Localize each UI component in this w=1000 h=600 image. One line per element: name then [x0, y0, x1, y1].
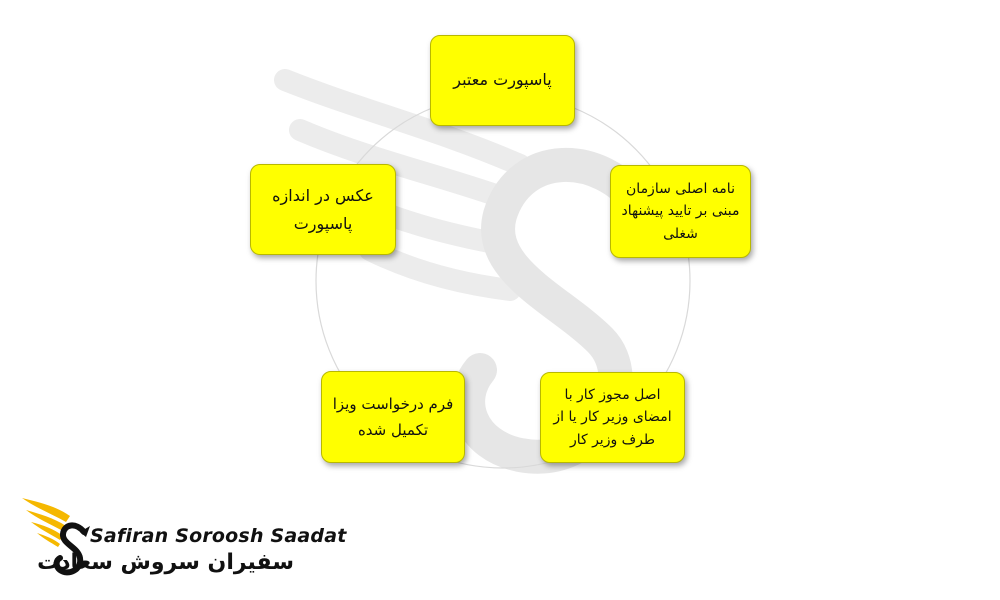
node-work-permit: اصل مجوز کار با امضای وزیر کار یا از طرف… — [540, 372, 685, 463]
brand-name-fa: سفیران سروش سعادت — [37, 550, 294, 575]
node-employer-letter-text: نامه اصلی سازمان مبنی بر تایید پیشنهاد ش… — [621, 180, 740, 242]
node-passport-photo: عکس در اندازه پاسپورت — [250, 164, 396, 255]
node-employer-letter: نامه اصلی سازمان مبنی بر تایید پیشنهاد ش… — [610, 165, 751, 258]
node-work-permit-text: اصل مجوز کار با امضای وزیر کار یا از طرف… — [553, 386, 672, 448]
node-valid-passport-text: پاسپورت معتبر — [453, 70, 552, 90]
node-visa-form: فرم درخواست ویزا تکمیل شده — [321, 371, 465, 463]
brand-logo: Safiran Soroosh Saadat سفیران سروش سعادت — [18, 492, 346, 588]
node-valid-passport: پاسپورت معتبر — [430, 35, 575, 126]
node-passport-photo-text: عکس در اندازه پاسپورت — [272, 185, 374, 233]
brand-name-en: Safiran Soroosh Saadat — [90, 525, 347, 547]
wing-s-logo-icon — [22, 498, 90, 576]
node-visa-form-text: فرم درخواست ویزا تکمیل شده — [332, 394, 454, 439]
